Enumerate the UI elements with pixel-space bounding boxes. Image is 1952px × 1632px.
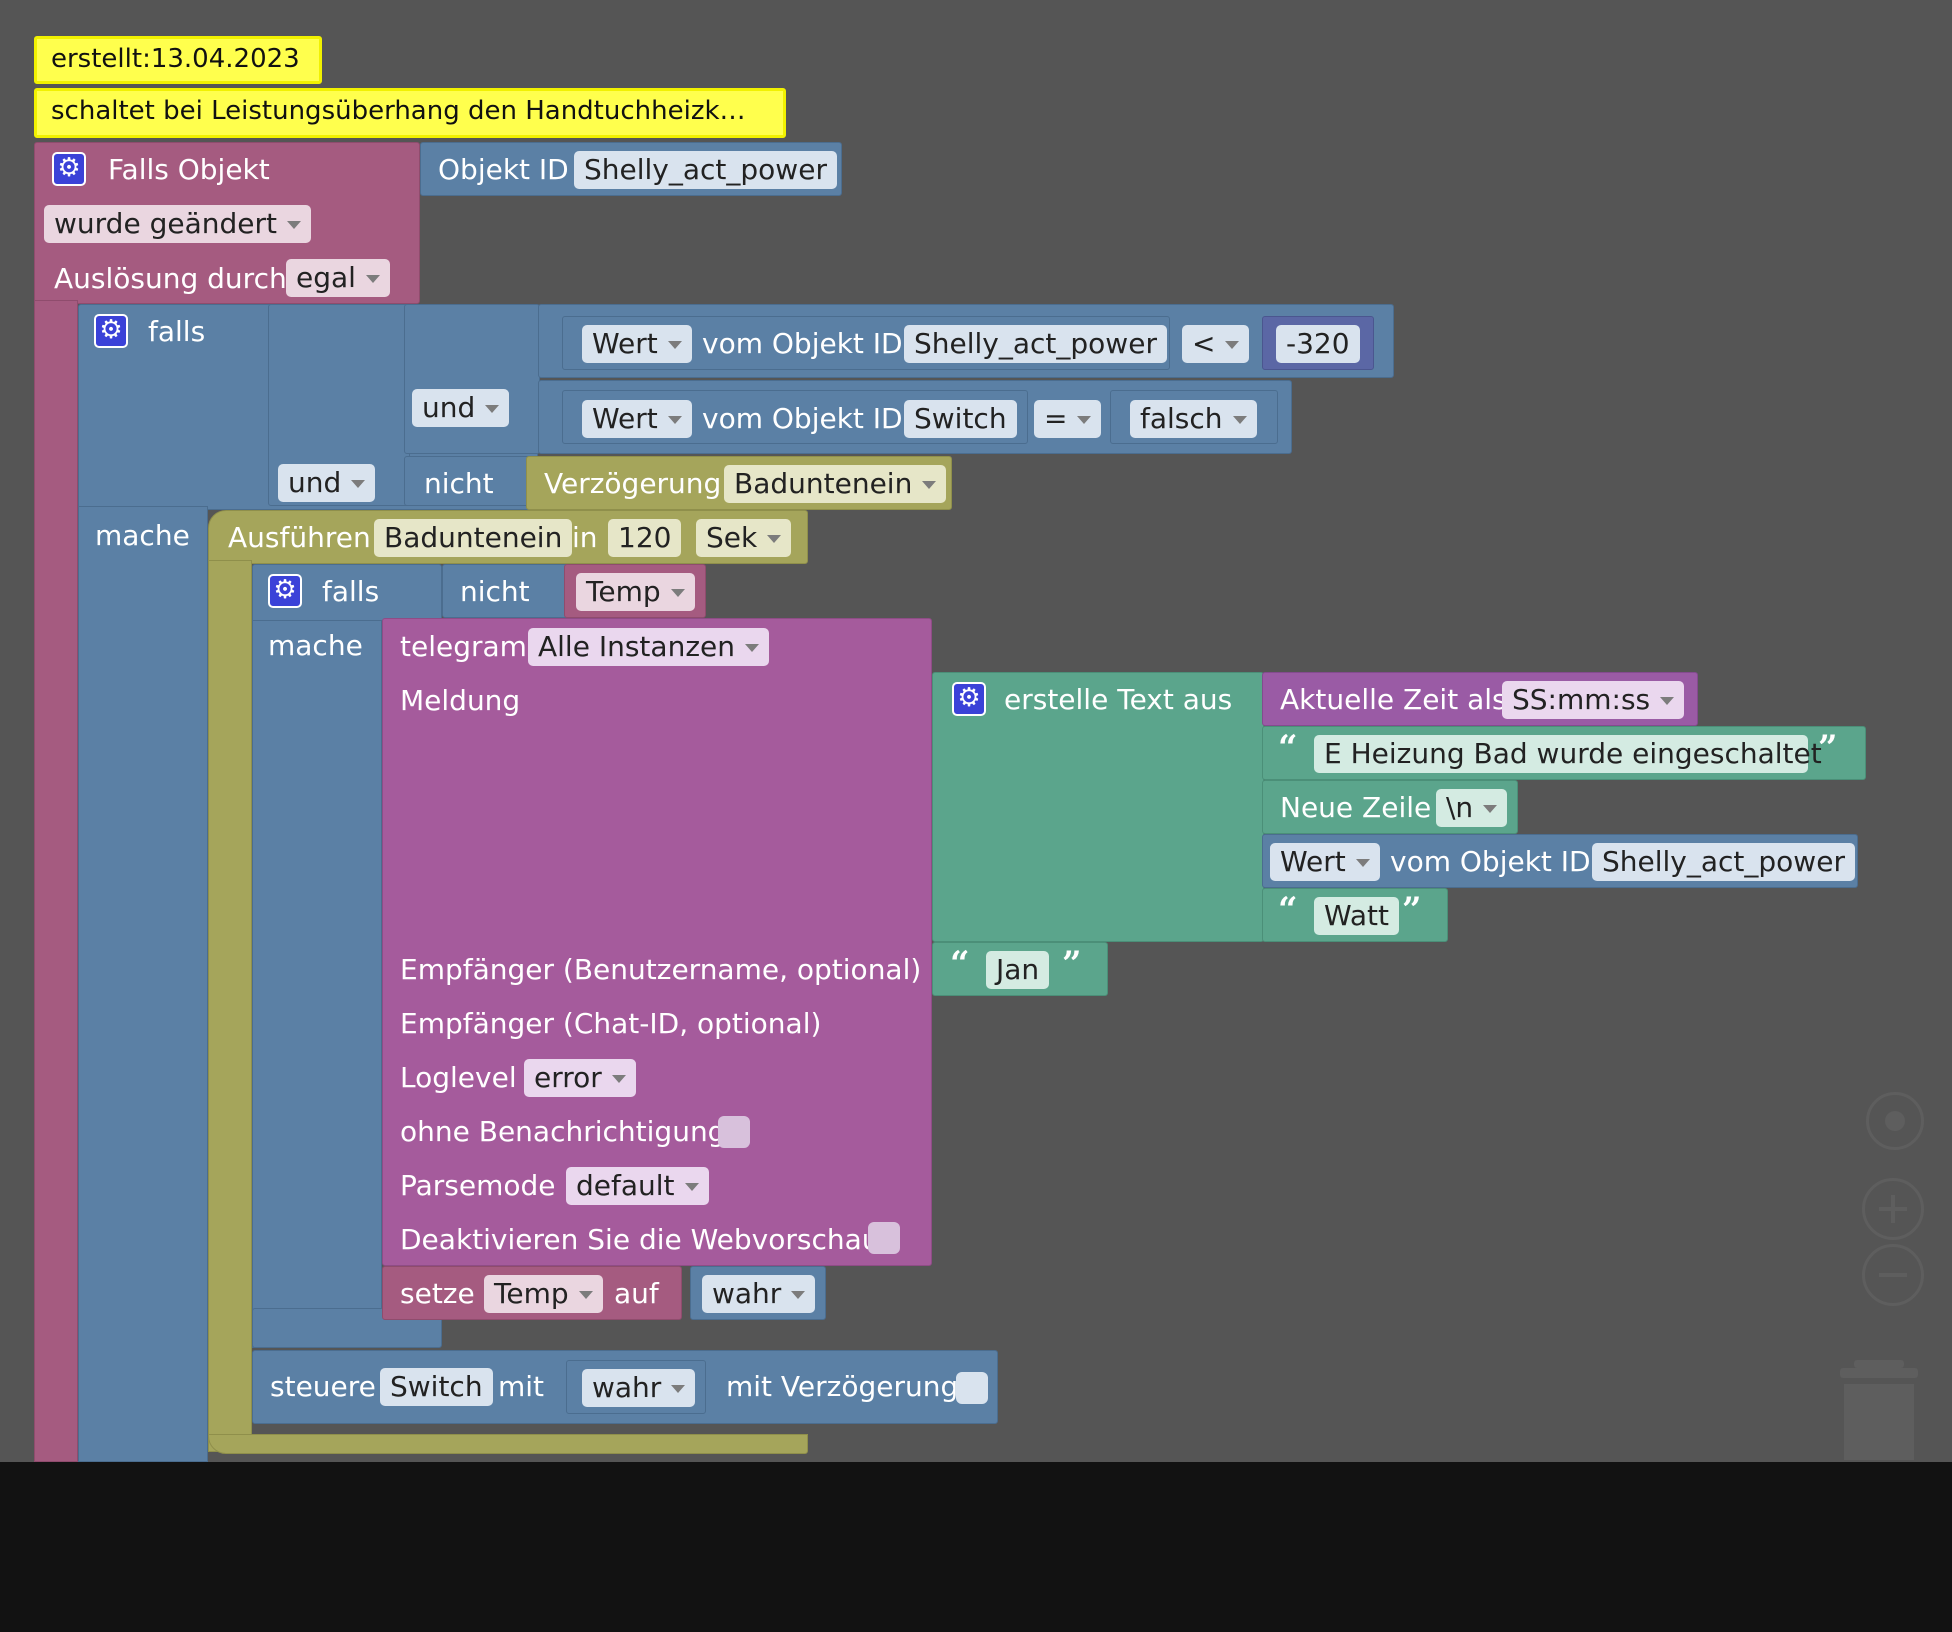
set-to-label: auf — [614, 1277, 659, 1310]
if-mache-label: mache — [95, 519, 190, 552]
execute-name-field[interactable]: Baduntenein — [374, 519, 573, 557]
operator-dropdown-2[interactable]: = — [1034, 400, 1102, 438]
zoom-out-icon[interactable] — [1862, 1244, 1924, 1306]
wert-dropdown-3[interactable]: Wert — [1270, 843, 1380, 881]
close-quote-icon: ” — [1062, 944, 1082, 984]
newline-dropdown[interactable]: \n — [1436, 789, 1508, 827]
text-join-label: erstelle Text aus — [1004, 683, 1233, 716]
and-block-inner[interactable] — [404, 304, 540, 454]
inner-nicht-label: nicht — [460, 575, 530, 608]
zoom-in-icon[interactable] — [1862, 1178, 1924, 1240]
control-object-field[interactable]: Switch — [380, 1368, 493, 1406]
control-delay-checkbox[interactable] — [956, 1372, 988, 1404]
loglevel-dropdown[interactable]: error — [524, 1059, 636, 1097]
recipient-name-label: Empfänger (Benutzername, optional) — [400, 953, 922, 986]
message-label: Meldung — [400, 684, 521, 717]
inner-not-block[interactable] — [442, 564, 572, 618]
disable-preview-label: Deaktivieren Sie die Webvorschau — [400, 1223, 880, 1256]
execute-unit-dropdown[interactable]: Sek — [696, 519, 792, 557]
vom-objekt-label-3: vom Objekt ID — [1390, 845, 1591, 878]
inner-falls-label: falls — [322, 575, 380, 608]
silent-checkbox[interactable] — [718, 1116, 750, 1148]
center-icon[interactable] — [1866, 1092, 1924, 1150]
if-gear-icon[interactable]: ⚙ — [94, 314, 128, 348]
time-label: Aktuelle Zeit als — [1280, 683, 1507, 716]
nicht-label: nicht — [424, 467, 494, 500]
trigger-gear-icon[interactable]: ⚙ — [52, 152, 86, 186]
trigger-object-id-field[interactable]: Shelly_act_power — [574, 151, 837, 189]
inner-mache-label: mache — [268, 629, 363, 662]
if-falls-label: falls — [148, 315, 206, 348]
vom-objekt-label-1: vom Objekt ID — [702, 327, 903, 360]
delay-check-label: Verzögerung — [544, 467, 722, 500]
text-field-1[interactable]: E Heizung Bad wurde eingeschaltet — [1314, 735, 1822, 773]
time-format-dropdown[interactable]: SS:mm:ss — [1502, 681, 1685, 719]
telegram-block[interactable] — [382, 618, 932, 1266]
text-join-gear-icon[interactable]: ⚙ — [952, 682, 986, 716]
set-value-dropdown[interactable]: wahr — [702, 1275, 816, 1313]
close-quote-icon: ” — [1402, 890, 1422, 930]
execute-block-footer — [208, 1434, 808, 1454]
triggered-by-dropdown[interactable]: egal — [286, 259, 390, 297]
telegram-instance-dropdown[interactable]: Alle Instanzen — [528, 628, 769, 666]
set-label: setze — [400, 1277, 475, 1310]
wert-dropdown-1[interactable]: Wert — [582, 325, 692, 363]
blockly-workspace[interactable]: erstellt:13.04.2023 schaltet bei Leistun… — [0, 0, 1952, 1462]
comment-description[interactable]: schaltet bei Leistungsüberhang den Handt… — [34, 88, 786, 138]
triggered-by-label: Auslösung durch — [54, 262, 287, 295]
control-label: steuere — [270, 1370, 376, 1403]
trigger-block-spine — [34, 300, 78, 1462]
parsemode-label: Parsemode — [400, 1169, 556, 1202]
delay-check-dropdown[interactable]: Baduntenein — [724, 465, 947, 503]
disable-preview-checkbox[interactable] — [868, 1222, 900, 1254]
parsemode-dropdown[interactable]: default — [566, 1167, 709, 1205]
text-field-2[interactable]: Watt — [1314, 897, 1400, 935]
trigger-title: Falls Objekt — [108, 153, 270, 186]
inner-if-spine — [252, 620, 382, 1348]
text-join-block[interactable] — [932, 672, 1264, 942]
comment-created[interactable]: erstellt:13.04.2023 — [34, 36, 322, 84]
silent-label: ohne Benachrichtigung — [400, 1115, 726, 1148]
control-delay-label: mit Verzögerung — [726, 1370, 959, 1403]
trash-icon[interactable] — [1836, 1356, 1922, 1460]
if-block-spine — [78, 506, 208, 1462]
changed-dropdown[interactable]: wurde geändert — [44, 205, 311, 243]
recipient-text-field[interactable]: Jan — [986, 951, 1050, 989]
set-variable-dropdown[interactable]: Temp — [484, 1275, 603, 1313]
open-quote-icon: “ — [1278, 728, 1298, 768]
and-dropdown-inner[interactable]: und — [412, 389, 510, 427]
execute-in-label: in — [572, 521, 598, 554]
object-id-field-3[interactable]: Shelly_act_power — [1592, 843, 1855, 881]
loglevel-label: Loglevel — [400, 1061, 517, 1094]
object-id-field-2[interactable]: Switch — [904, 400, 1017, 438]
operator-dropdown-1[interactable]: < — [1182, 325, 1250, 363]
variable-temp-dropdown[interactable]: Temp — [576, 573, 695, 611]
open-quote-icon: “ — [950, 944, 970, 984]
execute-block-spine — [208, 560, 252, 1452]
control-value-dropdown[interactable]: wahr — [582, 1369, 696, 1407]
close-quote-icon: ” — [1818, 728, 1838, 768]
inner-if-gear-icon[interactable]: ⚙ — [268, 574, 302, 608]
object-id-field-1[interactable]: Shelly_act_power — [904, 325, 1167, 363]
newline-label: Neue Zeile — [1280, 791, 1432, 824]
execute-label: Ausführen — [228, 521, 371, 554]
number-field[interactable]: -320 — [1276, 325, 1360, 363]
control-with-label: mit — [498, 1370, 545, 1403]
vom-objekt-label-2: vom Objekt ID — [702, 402, 903, 435]
recipient-chat-label: Empfänger (Chat-ID, optional) — [400, 1007, 822, 1040]
telegram-label: telegram — [400, 630, 527, 663]
open-quote-icon: “ — [1278, 890, 1298, 930]
and-dropdown-outer[interactable]: und — [278, 464, 376, 502]
object-id-label: Objekt ID — [438, 153, 569, 186]
wert-dropdown-2[interactable]: Wert — [582, 400, 692, 438]
execute-time-field[interactable]: 120 — [608, 519, 682, 557]
falsch-dropdown[interactable]: falsch — [1130, 400, 1257, 438]
